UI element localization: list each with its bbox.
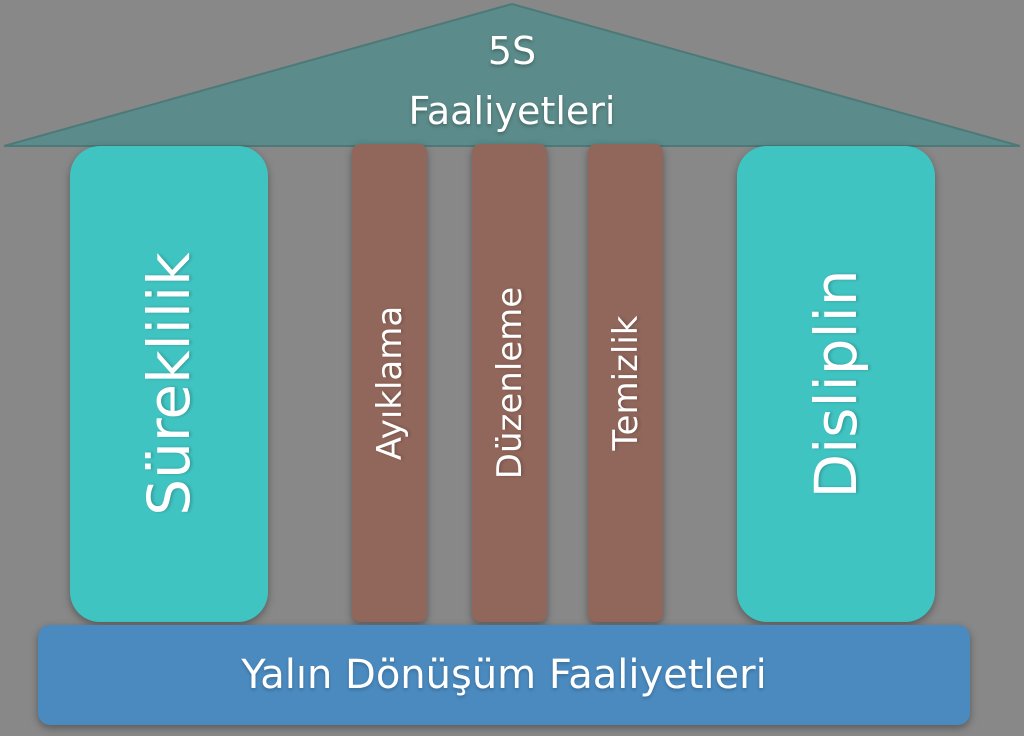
pillar-label: Temizlik	[605, 315, 646, 451]
roof-triangle	[3, 2, 1021, 147]
base-label: Yalın Dönüşüm Faaliyetleri	[241, 652, 767, 698]
pillar-duzenleme: Düzenleme	[472, 144, 547, 622]
pillar-label: Düzenleme	[489, 286, 530, 480]
pillar-label: Ayıklama	[369, 305, 410, 461]
roof: 5S Faaliyetleri	[0, 0, 1024, 160]
foundation-base: Yalın Dönüşüm Faaliyetleri	[38, 625, 970, 725]
roof-title-line2: Faaliyetleri	[408, 89, 616, 133]
pillar-sureklilik: Süreklilik	[70, 146, 268, 622]
pillar-label: Disliplin	[802, 269, 870, 499]
pillar-disliplin: Disliplin	[737, 146, 935, 622]
pillar-temizlik: Temizlik	[588, 144, 663, 622]
pillar-ayiklama: Ayıklama	[352, 144, 427, 622]
roof-title-line1: 5S	[487, 29, 537, 73]
pillar-label: Süreklilik	[135, 252, 203, 516]
